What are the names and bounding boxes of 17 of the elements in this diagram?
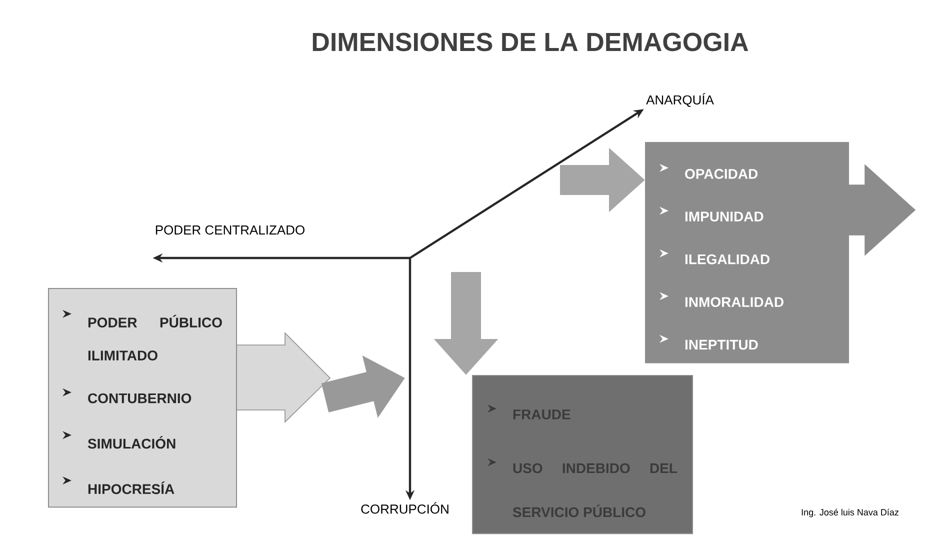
list-box: [645, 142, 916, 364]
list-box: [48, 288, 331, 508]
list-item: PODER PÚBLICO ILIMITADO: [88, 314, 222, 360]
list-item: HIPOCRESÍA: [88, 482, 174, 494]
list-item: INEPTITUD: [685, 340, 758, 350]
axis-label: CORRUPCIÓN: [361, 502, 448, 514]
list-item: INMORALIDAD: [685, 297, 784, 308]
list-box: [472, 375, 693, 534]
list-item: IMPUNIDAD: [685, 212, 764, 222]
author-credit: Ing. José luis Nava Díaz: [802, 508, 898, 518]
title: DIMENSIONES DE LA DEMAGOGIA: [312, 32, 748, 52]
list-item: CONTUBERNIO: [88, 393, 192, 404]
axis-label: PODER CENTRALIZADO: [156, 225, 304, 235]
list-item: ILEGALIDAD: [685, 254, 770, 264]
list-item: SIMULACIÓN: [88, 436, 176, 449]
axis-label: ANARQUÍA: [646, 93, 714, 107]
list-item: OPACIDAD: [685, 168, 758, 179]
